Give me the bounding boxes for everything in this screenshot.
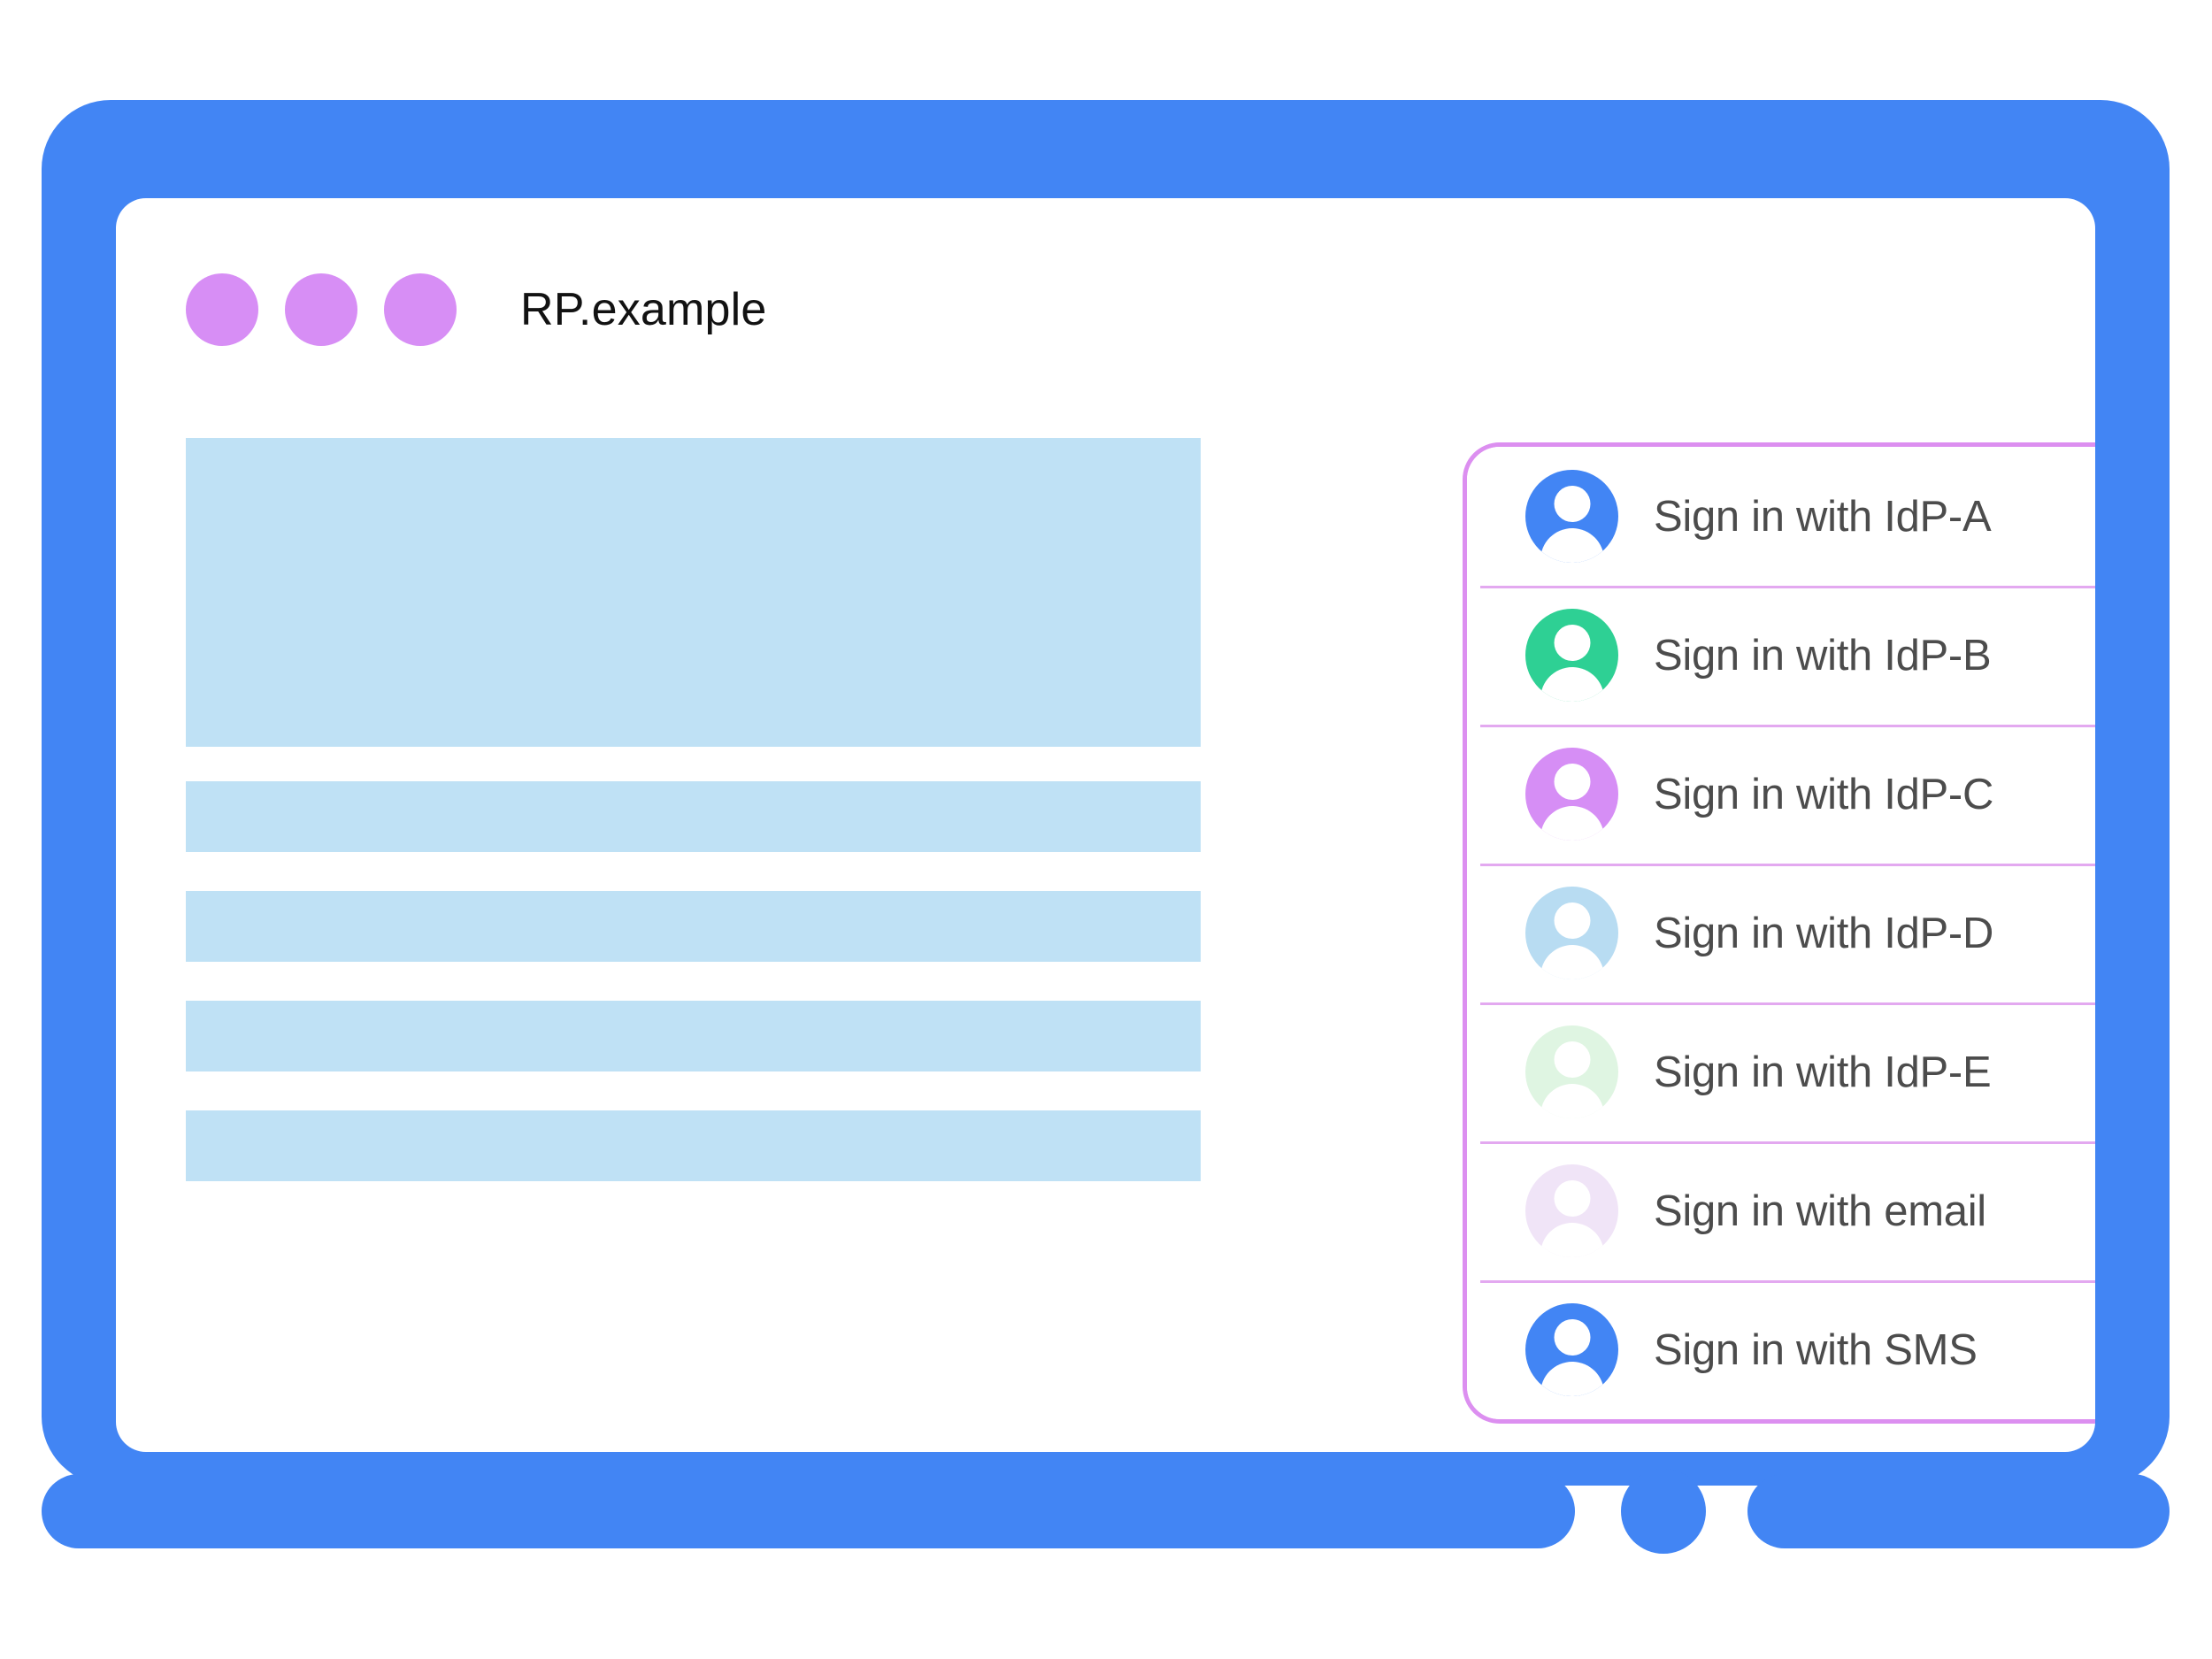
account-avatar-icon — [1525, 748, 1618, 841]
account-avatar-icon — [1525, 609, 1618, 702]
account-avatar-icon — [1525, 1164, 1618, 1257]
signin-option-idp-d[interactable]: Sign in with IdP-D — [1467, 864, 2095, 1002]
content-block-line-2 — [186, 891, 1201, 962]
signin-option-idp-e[interactable]: Sign in with IdP-E — [1467, 1002, 2095, 1141]
window-dot-3[interactable] — [384, 273, 457, 346]
account-avatar-icon — [1525, 470, 1618, 563]
account-avatar-icon — [1525, 1303, 1618, 1396]
window-dot-2[interactable] — [285, 273, 357, 346]
signin-option-label: Sign in with IdP-D — [1654, 909, 1994, 957]
signin-option-sms[interactable]: Sign in with SMS — [1467, 1280, 2095, 1419]
signin-option-label: Sign in with IdP-B — [1654, 631, 1992, 680]
content-block-hero — [186, 438, 1201, 747]
signin-option-idp-b[interactable]: Sign in with IdP-B — [1467, 586, 2095, 725]
signin-option-label: Sign in with IdP-C — [1654, 770, 1994, 818]
window-dot-1[interactable] — [186, 273, 258, 346]
bezel-bottom-left — [42, 1474, 1575, 1548]
signin-option-idp-a[interactable]: Sign in with IdP-A — [1467, 447, 2095, 586]
account-avatar-icon — [1525, 887, 1618, 979]
content-placeholder-column — [186, 438, 1201, 1181]
signin-option-label: Sign in with email — [1654, 1187, 1986, 1235]
content-block-line-3 — [186, 1001, 1201, 1071]
home-button[interactable] — [1621, 1469, 1706, 1554]
signin-account-chooser: Sign in with IdP-A Sign in with IdP-B Si… — [1463, 442, 2095, 1424]
signin-option-email[interactable]: Sign in with email — [1467, 1141, 2095, 1280]
signin-option-idp-c[interactable]: Sign in with IdP-C — [1467, 725, 2095, 864]
content-block-line-1 — [186, 781, 1201, 852]
page-title: RP.example — [520, 284, 767, 335]
device-screen: RP.example Sign in with IdP-A Sign in wi… — [116, 198, 2095, 1452]
bezel-bottom-right — [1747, 1474, 2170, 1548]
signin-option-label: Sign in with IdP-E — [1654, 1048, 1992, 1096]
signin-option-label: Sign in with SMS — [1654, 1325, 1978, 1374]
account-avatar-icon — [1525, 1025, 1618, 1118]
content-block-line-4 — [186, 1110, 1201, 1181]
window-header: RP.example — [186, 273, 767, 346]
signin-option-label: Sign in with IdP-A — [1654, 492, 1992, 541]
